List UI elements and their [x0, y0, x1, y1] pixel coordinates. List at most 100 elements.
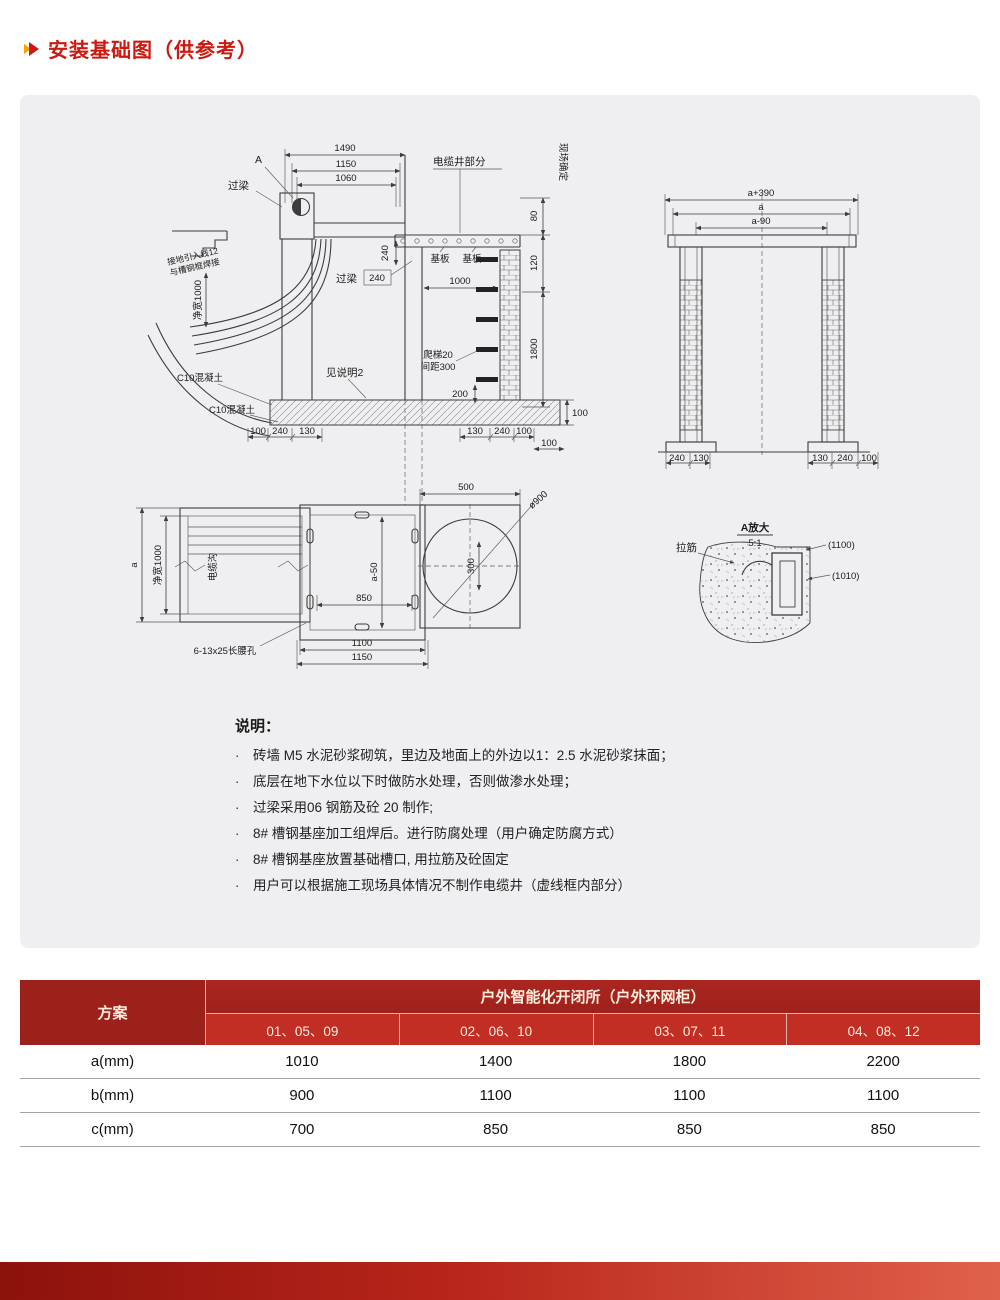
- dim-1490-label: 1490: [334, 143, 355, 154]
- see-note-2-label: 见说明2: [326, 366, 363, 379]
- row-c-value: 700: [205, 1113, 399, 1147]
- detail-a-view: A放大 5:1 拉筋 (1100) (1010): [676, 521, 859, 643]
- dim-1800-label: 1800: [529, 338, 540, 359]
- row-b-value: 1100: [398, 1079, 593, 1113]
- section-marker-icon: [24, 41, 39, 56]
- bullet-icon: ·: [235, 878, 240, 893]
- detail-title: A放大: [741, 521, 770, 534]
- plan-dim-a-label: a: [129, 562, 140, 568]
- row-a-value: 1400: [398, 1045, 593, 1079]
- bullet-icon: ·: [235, 774, 240, 789]
- cable-trench-label: 电缆沟: [207, 553, 219, 582]
- dim-1060-label: 1060: [335, 173, 356, 184]
- spec-table: 方案 户外智能化开闭所（户外环网柜） 01、05、09 02、06、10 03、…: [20, 980, 980, 1147]
- table-subheader-2: 02、06、10: [398, 1013, 593, 1045]
- row-b-value: 1100: [592, 1079, 787, 1113]
- frame-dim-130-r: 130: [812, 453, 828, 464]
- row-a-value: 1010: [205, 1045, 399, 1079]
- footer-bar: [0, 1262, 1000, 1300]
- detail-dim-1100: (1100): [828, 540, 855, 551]
- note-item: · 用户可以根据施工现场具体情况不制作电缆井（虚线框内部分）: [235, 873, 965, 899]
- marker-a-label: A: [255, 154, 262, 166]
- dim-100-bl: 100: [250, 426, 266, 437]
- note-text: 8# 槽钢基座加工组焊后。进行防腐处理（用户确定防腐方式）: [253, 826, 623, 841]
- frame-dim-100-r: 100: [861, 453, 877, 464]
- dim-a390-label: a+390: [748, 188, 775, 199]
- page-title: 安装基础图（供参考）: [48, 40, 258, 62]
- c10-concrete-label-1: C10混凝土: [177, 372, 223, 384]
- frame-dim-240-l: 240: [669, 453, 685, 464]
- dim-500-label: 500: [458, 482, 474, 493]
- dim-a50-label: a-50: [369, 562, 380, 581]
- row-c-value: 850: [592, 1113, 787, 1147]
- notes-heading: 说明：: [235, 718, 281, 735]
- dim-1100-label: 1100: [352, 638, 372, 649]
- row-a-value: 2200: [786, 1045, 980, 1079]
- drawing-panel: 1490 1150 1060 A 过梁 接地引入线12: [20, 95, 980, 948]
- dim-100-br: 100: [516, 426, 532, 437]
- foundation-drawing: 1490 1150 1060 A 过梁 接地引入线12: [129, 143, 879, 669]
- site-confirm-label: 现场确定: [557, 143, 569, 182]
- table-main-header: 户外智能化开闭所（户外环网柜）: [205, 980, 980, 1013]
- frame-dim-240-r: 240: [837, 453, 853, 464]
- note-text: 8# 槽钢基座放置基础槽口, 用拉筋及砼固定: [253, 852, 509, 867]
- base-plate-label-1: 基板: [430, 253, 450, 265]
- dim-1150-label: 1150: [352, 652, 372, 663]
- dim-300-label: 300: [466, 558, 477, 574]
- table-subheader-4: 04、08、12: [786, 1013, 980, 1045]
- dim-130-bl: 130: [299, 426, 315, 437]
- dim-240-br: 240: [494, 426, 510, 437]
- plan-net-width-label: 净宽1000: [152, 545, 164, 585]
- dim-240-vertical-label: 240: [380, 245, 391, 261]
- note-text: 底层在地下水位以下时做防水处理，否则做渗水处理；: [253, 774, 577, 789]
- table-subheader-1: 01、05、09: [205, 1013, 399, 1045]
- detail-dim-1010: (1010): [832, 571, 859, 582]
- dim-80-label: 80: [529, 211, 540, 222]
- c10-concrete-label-2: C10混凝土: [209, 404, 255, 416]
- dim-850-label: 850: [356, 593, 372, 604]
- section-title-row: 安装基础图（供参考）: [22, 34, 258, 63]
- note-item: · 8# 槽钢基座放置基础槽口, 用拉筋及砼固定: [235, 847, 965, 873]
- bullet-icon: ·: [235, 852, 240, 867]
- frame-dim-a-label: a: [758, 202, 764, 213]
- plan-view: 电缆沟 a 净宽1000 6-13x25长腰孔 a-50: [129, 482, 550, 669]
- dim-1150-label: 1150: [336, 159, 356, 170]
- table-scheme-header: 方案: [20, 980, 205, 1045]
- slot-hole-note: 6-13x25长腰孔: [194, 645, 257, 657]
- note-item: ·砖墙 M5 水泥砂浆砌筑，里边及地面上的外边以1：2.5 水泥砂浆抹面；: [235, 743, 965, 769]
- note-text: 砖墙 M5 水泥砂浆砌筑，里边及地面上的外边以1：2.5 水泥砂浆抹面；: [253, 748, 674, 763]
- bullet-icon: ·: [235, 800, 240, 815]
- frame-dim-130-l: 130: [693, 453, 709, 464]
- dim-240-box-label: 240: [369, 273, 385, 284]
- note-text: 过梁采用06 钢筋及砼 20 制作;: [253, 800, 434, 815]
- dim-100-slab-label: 100: [572, 408, 588, 419]
- row-c-value: 850: [786, 1113, 980, 1147]
- bullet-icon: ·: [235, 826, 240, 841]
- cable-well-label: 电缆井部分: [433, 155, 486, 168]
- net-width-label: 净宽1000: [192, 280, 204, 320]
- notes-section: 说明： ·砖墙 M5 水泥砂浆砌筑，里边及地面上的外边以1：2.5 水泥砂浆抹面…: [235, 715, 965, 899]
- ladder-label-2: 间距300: [421, 361, 456, 373]
- row-c-label: c(mm): [20, 1113, 205, 1147]
- row-b-label: b(mm): [20, 1079, 205, 1113]
- row-b-value: 1100: [786, 1079, 980, 1113]
- lintel-label: 过梁: [228, 179, 249, 192]
- row-a-label: a(mm): [20, 1045, 205, 1079]
- dia-900-label: ø900: [527, 489, 551, 512]
- dim-1000-label: 1000: [449, 276, 470, 287]
- dim-a90-label: a-90: [751, 216, 770, 227]
- note-item: · 过梁采用06 钢筋及砼 20 制作;: [235, 795, 965, 821]
- dim-120-label: 120: [529, 255, 540, 271]
- note-item: · 8# 槽钢基座加工组焊后。进行防腐处理（用户确定防腐方式）: [235, 821, 965, 847]
- row-c-value: 850: [398, 1113, 593, 1147]
- note-text: 用户可以根据施工现场具体情况不制作电缆井（虚线框内部分）: [253, 878, 631, 893]
- row-b-value: 900: [205, 1079, 399, 1113]
- dim-100-far-right: 100: [541, 438, 557, 449]
- lintel-callout-label: 过梁: [336, 272, 357, 285]
- dim-200-label: 200: [452, 389, 468, 400]
- tie-bar-label: 拉筋: [676, 541, 697, 554]
- row-a-value: 1800: [592, 1045, 787, 1079]
- dim-240-bl: 240: [272, 426, 288, 437]
- note-item: · 底层在地下水位以下时做防水处理，否则做渗水处理；: [235, 769, 965, 795]
